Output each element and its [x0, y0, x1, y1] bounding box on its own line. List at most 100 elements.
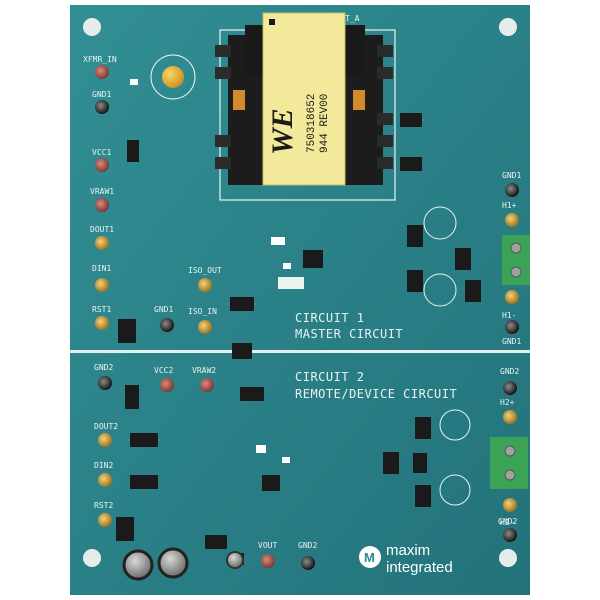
smd-ic — [400, 157, 422, 171]
power-mosfet — [465, 280, 481, 302]
label-din1: DIN1 — [92, 264, 111, 273]
testpoint-vcc2[interactable] — [160, 378, 174, 392]
testpoint-gnd1[interactable] — [95, 100, 109, 114]
screw-icon — [510, 242, 522, 254]
label-iso-in: ISO_IN — [188, 307, 217, 316]
label-gnd2-bottom: GND2 — [298, 541, 317, 550]
mounting-hole — [499, 18, 517, 36]
label-vcc2: VCC2 — [154, 366, 173, 375]
power-mosfet — [415, 417, 431, 439]
electrolytic-cap — [157, 547, 189, 579]
ic-controller — [262, 475, 280, 491]
electrolytic-cap — [122, 549, 154, 581]
smd-resistor — [283, 263, 291, 269]
label-gnd1-mid: GND1 — [154, 305, 173, 314]
testpoint-vcc1[interactable] — [95, 158, 109, 172]
label-gnd2-right-top: GND2 — [500, 367, 519, 376]
power-mosfet — [407, 270, 423, 292]
we-logo: WE — [266, 108, 299, 155]
label-rst1: RST1 — [92, 305, 111, 314]
mounting-hole — [83, 18, 101, 36]
screw-icon — [510, 266, 522, 278]
label-gnd2-left: GND2 — [94, 363, 113, 372]
cap-outline — [439, 474, 471, 506]
logo-line2: integrated — [386, 559, 453, 576]
label-h1-plus: H1+ — [502, 201, 517, 210]
testpoint-vraw1[interactable] — [95, 198, 109, 212]
power-mosfet — [415, 485, 431, 507]
maxim-logo-icon — [359, 546, 381, 568]
screw-icon — [504, 469, 516, 481]
jumper-block[interactable] — [230, 297, 254, 311]
mounting-hole — [83, 549, 101, 567]
logo-line1: maxim — [386, 542, 430, 559]
testpoint-din2[interactable] — [98, 473, 112, 487]
circuit1-title: CIRCUIT 1 — [295, 311, 365, 325]
testpoint-dout2[interactable] — [98, 433, 112, 447]
circuit1-testpoints: XFMR_IN GND1 VCC1 VRAW1 DOUT1 DIN1 RST1 … — [83, 55, 222, 343]
smd-resistor — [282, 457, 290, 463]
jumper-block[interactable] — [240, 387, 264, 401]
label-h2-plus: H2+ — [500, 398, 515, 407]
screw-icon — [504, 445, 516, 457]
testpoint-vout[interactable] — [261, 554, 275, 568]
cap-outline — [439, 409, 471, 441]
label-din2: DIN2 — [94, 461, 113, 470]
testpoint-gnd1-right[interactable] — [505, 183, 519, 197]
rst1-jumper[interactable] — [118, 319, 136, 343]
circuit2-subtitle: REMOTE/DEVICE CIRCUIT — [295, 387, 457, 401]
testpoint-gnd2-right-bot[interactable] — [503, 528, 517, 542]
testpoint-iso-in[interactable] — [198, 320, 212, 334]
power-mosfet — [413, 453, 427, 473]
label-vout: VOUT — [258, 541, 277, 550]
testpoint-dout1[interactable] — [95, 236, 109, 250]
testpoint-gnd2-right[interactable] — [503, 381, 517, 395]
terminal-block-h2[interactable] — [490, 437, 528, 489]
testpoint-vraw2[interactable] — [200, 378, 214, 392]
testpoint-iso-out[interactable] — [198, 278, 212, 292]
ic-regulator — [205, 535, 227, 549]
tantalum-capacitor — [162, 66, 184, 88]
label-dout2: DOUT2 — [94, 422, 118, 431]
testpoint-din1[interactable] — [95, 278, 109, 292]
testpoint-h1-plus[interactable] — [505, 213, 519, 227]
testpoint-xfmr-in[interactable] — [95, 65, 109, 79]
testpoint-h2-plus[interactable] — [503, 410, 517, 424]
testpoint-gnd2[interactable] — [98, 376, 112, 390]
cap-outline — [423, 206, 457, 240]
header-jumper — [127, 140, 139, 162]
testpoint-gnd1-right-bot[interactable] — [505, 320, 519, 334]
power-mosfet — [455, 248, 471, 270]
testpoint-gnd2-bottom[interactable] — [301, 556, 315, 570]
testpoint-h2-minus[interactable] — [503, 498, 517, 512]
label-iso-out: ISO_OUT — [188, 266, 222, 275]
header-footprint — [278, 277, 304, 289]
testpoint-gnd1-mid[interactable] — [160, 318, 174, 332]
testpoint-h1-minus[interactable] — [505, 290, 519, 304]
testpoint-rst2[interactable] — [98, 513, 112, 527]
small-cap — [226, 551, 244, 569]
din2-jumper[interactable] — [130, 475, 158, 489]
circuit2-testpoints: GND2 VCC2 VRAW2 DOUT2 DIN2 RST2 — [94, 363, 216, 541]
maxim-logo: M maxim integrated — [359, 542, 453, 576]
smd-resistor — [271, 237, 285, 245]
label-h2-minus: H2- — [500, 518, 514, 527]
label-gnd1-right-bot: GND1 — [502, 337, 521, 346]
maxim-logo-glyph: M — [364, 550, 375, 565]
header-jumper[interactable] — [125, 385, 139, 409]
label-vcc1: VCC1 — [92, 148, 111, 157]
transformer-rev: 944 REV00 — [319, 94, 331, 153]
electrolytic-capacitors — [122, 547, 244, 581]
label-h1-minus: H1- — [502, 311, 516, 320]
transformer-part-number: 750318652 — [306, 94, 318, 153]
circuit-divider — [70, 350, 530, 353]
testpoint-rst1[interactable] — [95, 316, 109, 330]
dout2-jumper[interactable] — [130, 433, 158, 447]
label-rst2: RST2 — [94, 501, 113, 510]
label-gnd1-right-top: GND1 — [502, 171, 521, 180]
rst2-jumper[interactable] — [116, 517, 134, 541]
top-label: T_A — [345, 14, 360, 23]
pin1-marker — [269, 19, 275, 25]
ic-controller — [303, 250, 323, 268]
circuit1-subtitle: MASTER CIRCUIT — [295, 327, 403, 341]
